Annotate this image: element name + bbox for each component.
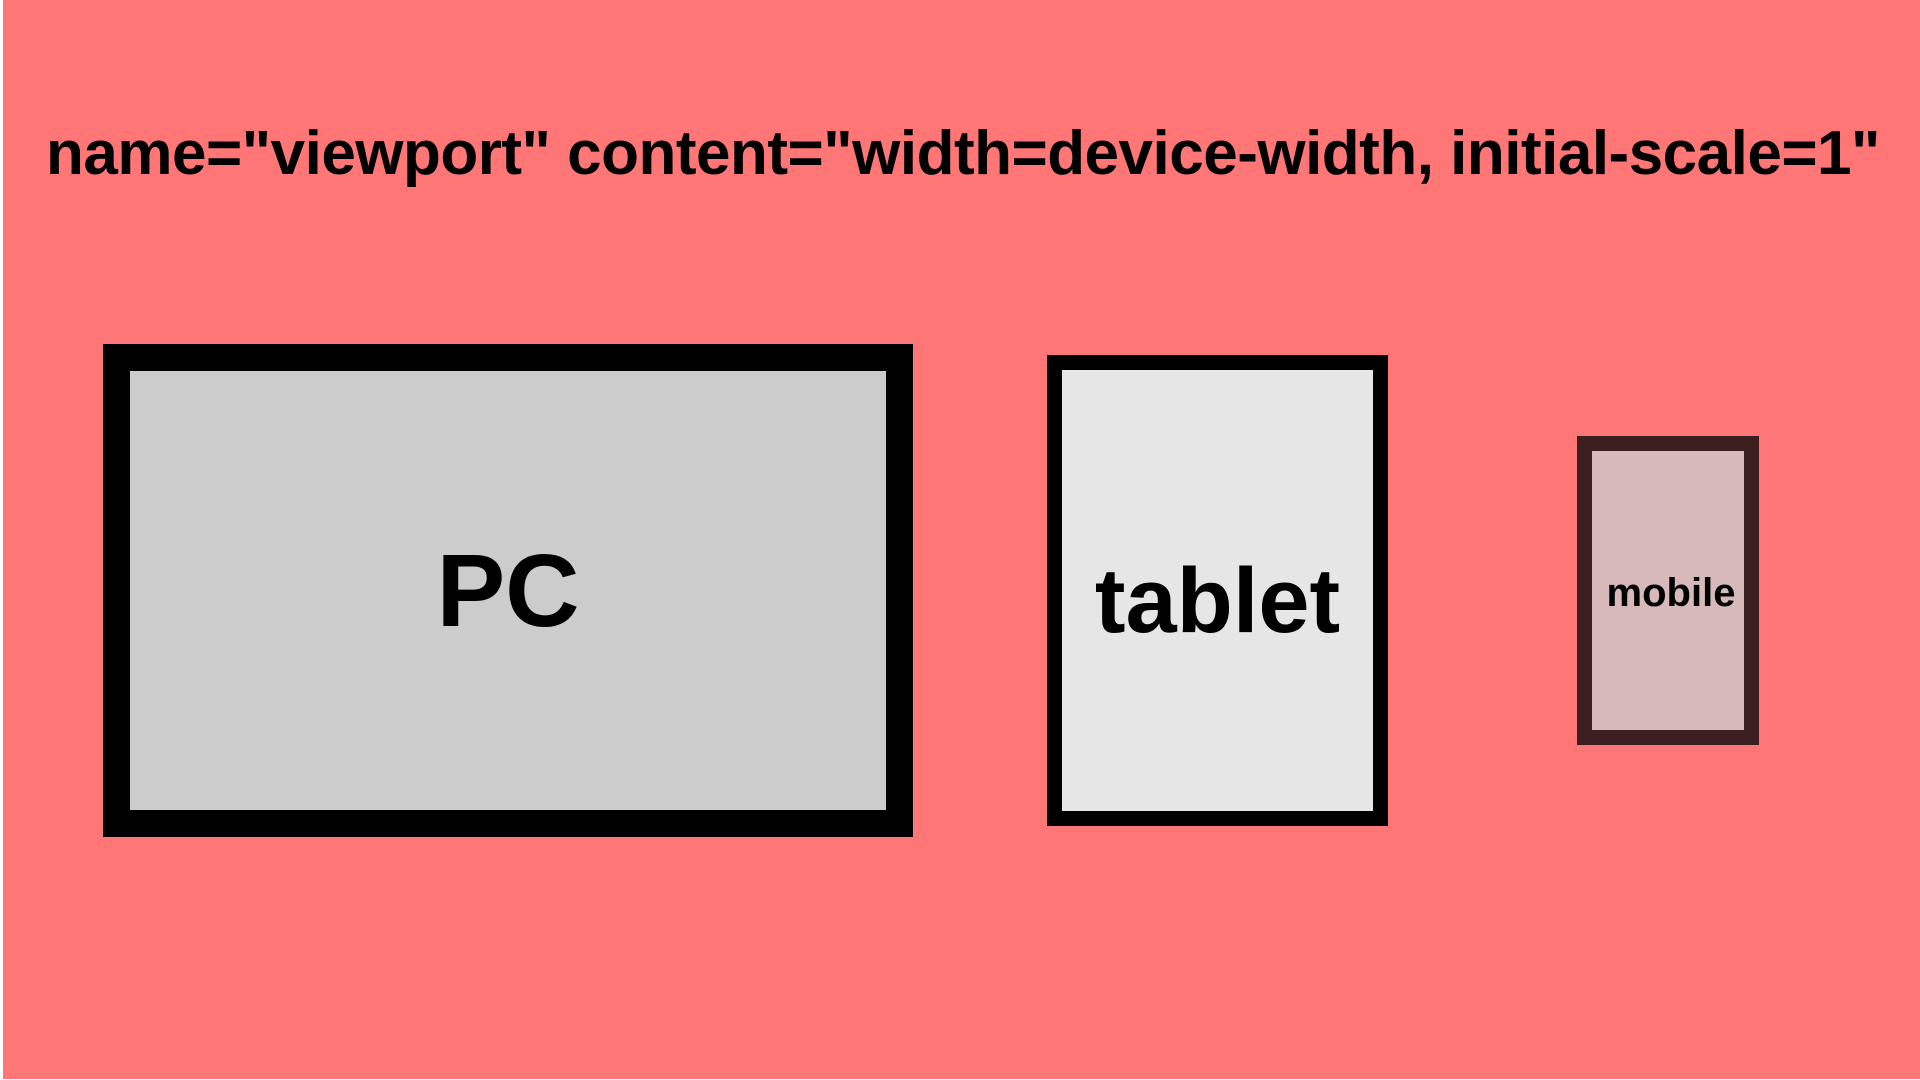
tablet-label: tablet (1094, 549, 1341, 652)
pc-device-box: PC (103, 344, 913, 837)
slide-background: name="viewport" content="width=device-wi… (3, 0, 1920, 1079)
mobile-device-box: mobile (1577, 436, 1759, 745)
tablet-device-box: tablet (1047, 355, 1388, 826)
viewport-meta-title: name="viewport" content="width=device-wi… (46, 119, 1880, 188)
pc-label: PC (436, 533, 580, 648)
mobile-label: mobile (1606, 570, 1736, 615)
